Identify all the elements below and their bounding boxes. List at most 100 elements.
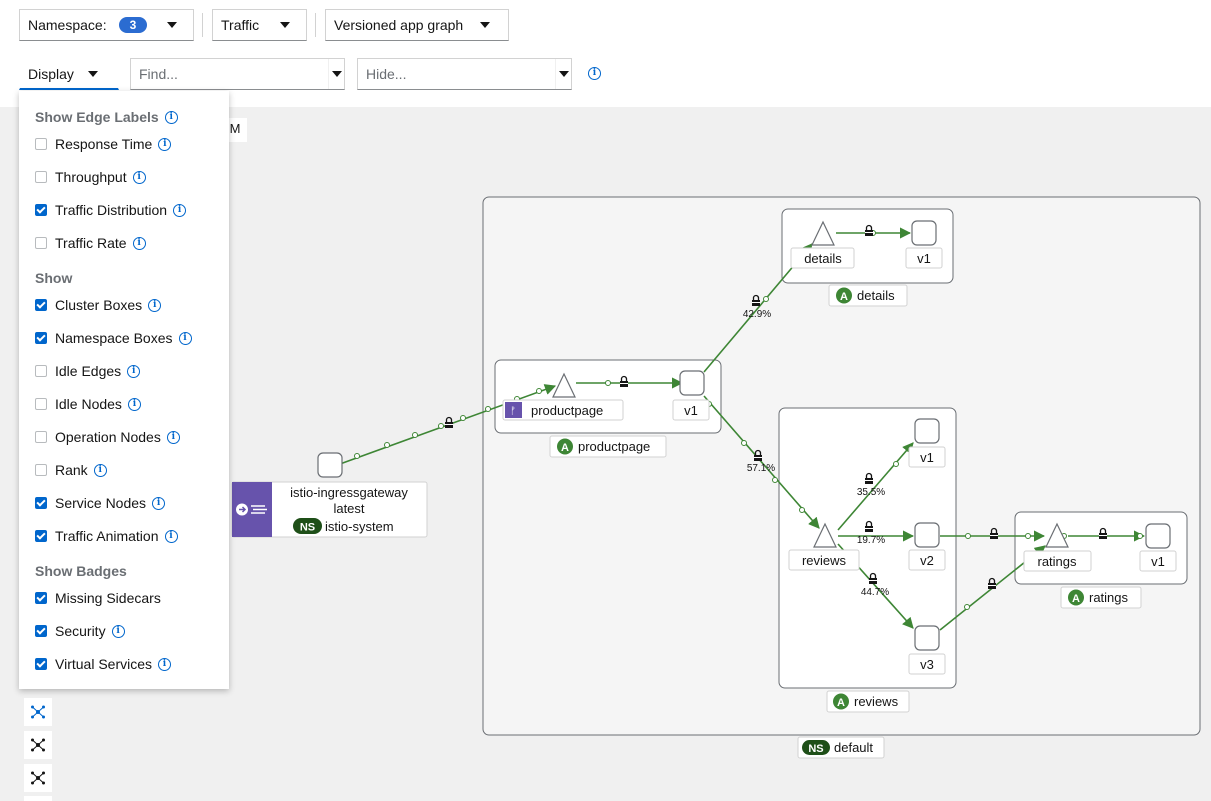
- option-throughput[interactable]: Throughput i: [35, 168, 146, 186]
- info-icon[interactable]: i: [148, 298, 162, 312]
- workload-node-details-v1[interactable]: [911, 220, 937, 246]
- checkbox-traffic-distribution[interactable]: [35, 204, 47, 216]
- checkbox-namespace-boxes[interactable]: [35, 332, 47, 344]
- find-help-info-icon[interactable]: i: [588, 67, 601, 80]
- find-history-button[interactable]: [328, 59, 344, 89]
- option-cluster-boxes[interactable]: Cluster Boxes i: [35, 296, 162, 314]
- app-badge-text: A: [1072, 593, 1080, 605]
- service-node-ratings[interactable]: [1045, 522, 1069, 548]
- checkbox-traffic-rate[interactable]: [35, 237, 47, 249]
- option-idle-edges[interactable]: Idle Edges i: [35, 362, 141, 380]
- option-service-nodes[interactable]: Service Nodes i: [35, 494, 166, 512]
- hide-input[interactable]: [358, 60, 555, 88]
- section-badges: Show Badges: [35, 563, 127, 579]
- label-box: [1139, 550, 1177, 572]
- workload-node-reviews-v3[interactable]: [914, 625, 940, 651]
- checkbox-traffic-animation[interactable]: [35, 530, 47, 542]
- version-label-ratings-v1: v1: [1151, 554, 1165, 569]
- service-node-productpage[interactable]: [552, 372, 576, 398]
- namespace-count-badge: 3: [118, 17, 148, 33]
- option-security[interactable]: Security i: [35, 622, 125, 640]
- option-virtual-services[interactable]: Virtual Services i: [35, 655, 172, 673]
- label-box: [908, 653, 946, 675]
- service-node-details[interactable]: [811, 220, 835, 246]
- edge-label-reviews-v1: 35.5%: [857, 487, 885, 498]
- option-traffic-rate[interactable]: Traffic Rate i: [35, 234, 146, 252]
- info-icon[interactable]: i: [111, 624, 125, 638]
- service-node-reviews[interactable]: [813, 522, 837, 548]
- info-icon[interactable]: i: [93, 463, 107, 477]
- info-icon[interactable]: i: [132, 236, 146, 250]
- option-operation-nodes[interactable]: Operation Nodes i: [35, 428, 180, 446]
- graph-type-dropdown[interactable]: Versioned app graph: [325, 9, 509, 41]
- workload-node-reviews-v1[interactable]: [914, 418, 940, 444]
- info-icon[interactable]: i: [127, 364, 141, 378]
- info-icon[interactable]: i: [127, 397, 141, 411]
- workload-node-gateway[interactable]: [317, 452, 343, 478]
- option-traffic-animation[interactable]: Traffic Animation i: [35, 527, 178, 545]
- info-icon[interactable]: i: [164, 529, 178, 543]
- layout-button-1[interactable]: [24, 698, 52, 726]
- checkbox-idle-nodes[interactable]: [35, 398, 47, 410]
- info-icon[interactable]: i: [132, 170, 146, 184]
- hide-field[interactable]: [357, 58, 572, 90]
- label-box: [790, 247, 855, 269]
- option-idle-nodes[interactable]: Idle Nodes i: [35, 395, 141, 413]
- label-box: [908, 446, 946, 468]
- checkbox-virtual-services[interactable]: [35, 658, 47, 670]
- namespace-dropdown[interactable]: Namespace: 3: [19, 9, 194, 41]
- checkbox-cluster-boxes[interactable]: [35, 299, 47, 311]
- edge-reviews-v1[interactable]: [837, 442, 914, 531]
- workload-node-ratings-v1[interactable]: [1145, 523, 1171, 549]
- option-rank[interactable]: Rank i: [35, 461, 107, 479]
- info-icon[interactable]: i: [164, 110, 178, 124]
- label-box: [672, 399, 710, 421]
- topology-icon: [31, 705, 45, 719]
- find-input[interactable]: [131, 60, 328, 88]
- checkbox-idle-edges[interactable]: [35, 365, 47, 377]
- chevron-down-icon: [331, 71, 342, 77]
- checkbox-rank[interactable]: [35, 464, 47, 476]
- option-traffic-distribution[interactable]: Traffic Distribution i: [35, 201, 187, 219]
- info-icon[interactable]: i: [178, 331, 192, 345]
- layout-button-2[interactable]: [24, 731, 52, 759]
- version-label-productpage-v1: v1: [684, 403, 698, 418]
- label-box: [905, 247, 943, 269]
- checkbox-security[interactable]: [35, 625, 47, 637]
- toolbar-divider: [315, 13, 316, 37]
- checkbox-throughput[interactable]: [35, 171, 47, 183]
- info-icon[interactable]: i: [152, 496, 166, 510]
- option-response-time[interactable]: Response Time i: [35, 135, 172, 153]
- display-menu: Show Edge Labels i Response Time i Throu…: [19, 91, 229, 689]
- checkbox-missing-sidecars[interactable]: [35, 592, 47, 604]
- app-box-details[interactable]: [781, 208, 954, 284]
- app-badge-ratings: [1068, 589, 1084, 606]
- workload-node-productpage-v1[interactable]: [679, 370, 705, 396]
- edge-productpage-reviews[interactable]: [703, 395, 820, 529]
- option-label: Operation Nodes: [55, 429, 161, 445]
- hide-history-button[interactable]: [555, 59, 571, 89]
- gateway-name: istio-ingressgateway: [290, 485, 408, 500]
- topology-icon: [31, 738, 45, 752]
- checkbox-operation-nodes[interactable]: [35, 431, 47, 443]
- find-field[interactable]: [130, 58, 345, 90]
- app-badge-details: [836, 287, 852, 304]
- app-badge-reviews: [833, 693, 849, 710]
- option-namespace-boxes[interactable]: Namespace Boxes i: [35, 329, 192, 347]
- checkbox-response-time[interactable]: [35, 138, 47, 150]
- layout-button-4[interactable]: [24, 796, 52, 801]
- info-icon[interactable]: i: [166, 430, 180, 444]
- option-missing-sidecars[interactable]: Missing Sidecars: [35, 589, 161, 607]
- checkbox-service-nodes[interactable]: [35, 497, 47, 509]
- info-icon[interactable]: i: [158, 657, 172, 671]
- traffic-dropdown[interactable]: Traffic: [212, 9, 307, 41]
- service-label-details: details: [804, 251, 842, 266]
- info-icon[interactable]: i: [173, 203, 187, 217]
- app-badge-text: A: [561, 442, 569, 454]
- info-icon[interactable]: i: [158, 137, 172, 151]
- layout-button-3[interactable]: [24, 764, 52, 792]
- virtual-service-badge: [505, 402, 522, 418]
- workload-node-reviews-v2[interactable]: [914, 522, 940, 548]
- display-dropdown[interactable]: Display: [19, 58, 119, 90]
- branch-icon: ᚠ: [510, 406, 516, 417]
